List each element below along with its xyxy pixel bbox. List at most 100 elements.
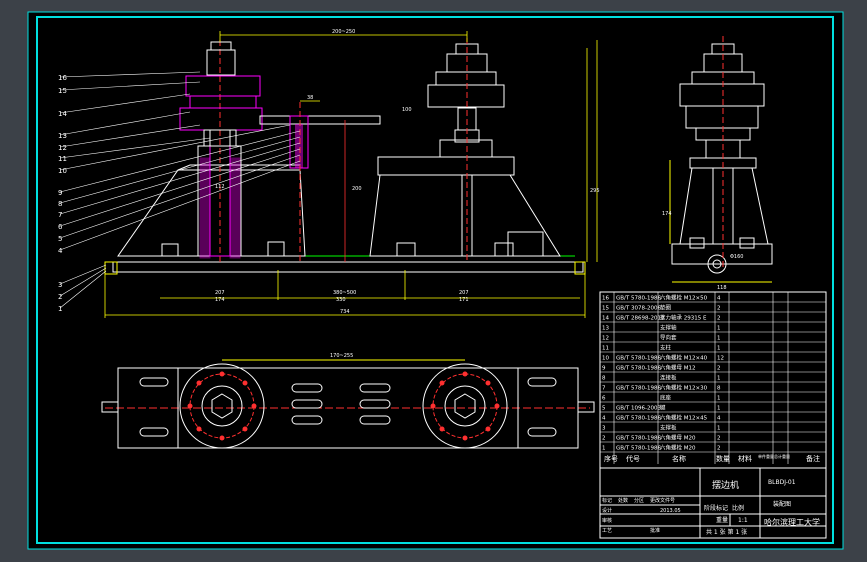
bom-cell-name: 垫圈: [660, 304, 672, 312]
bom-cell-no: 7: [602, 386, 606, 392]
bom-cell-no: 13: [602, 326, 609, 332]
role-review: 审核: [602, 517, 612, 524]
bom-header-unit_weight: 单件重量: [758, 453, 774, 459]
bom-cell-name: 六角螺栓 M12×30: [660, 384, 708, 392]
bom-cell-qty: 1: [717, 326, 721, 332]
bom-cell-name: 六角螺母 M12: [660, 364, 696, 372]
role-approve: 批准: [650, 527, 660, 534]
front-dimensions: [104, 31, 598, 318]
role-design: 设计: [602, 507, 612, 514]
part-balloons: [59, 71, 301, 309]
outer-border: [27, 11, 844, 550]
bom-header-note: 备注: [806, 454, 820, 463]
title-block: [599, 467, 827, 539]
bom-cell-name: 支撑板: [660, 424, 677, 432]
front-dimension-texts: 200~250 38 100 112 200 295 207 174 380~5…: [215, 29, 600, 315]
bom-cell-no: 4: [602, 416, 606, 422]
bom-cell-no: 14: [602, 316, 609, 322]
bom-cell-qty: 1: [717, 396, 721, 402]
balloon-7: 7: [58, 211, 62, 219]
balloon-12: 12: [58, 144, 67, 152]
balloon-11: 11: [58, 155, 67, 163]
school-name: 哈尔滨理工大学: [764, 517, 820, 527]
title-text: 摆边机: [712, 479, 739, 491]
bom-cell-qty: 1: [717, 336, 721, 342]
sheet-count: 共 1 张 第 1 张: [706, 528, 747, 536]
bom-cell-qty: 2: [717, 306, 721, 312]
bom-cell-qty: 2: [717, 366, 721, 372]
base-plate: [112, 261, 584, 273]
side-view: [669, 36, 773, 283]
balloon-15: 15: [58, 87, 67, 95]
bom-cell-std: GB/T 1096-2003: [616, 406, 661, 412]
balloon-9: 9: [58, 189, 62, 197]
bom-cell-std: GB/T 5780-1986: [616, 416, 661, 422]
bom-cell-name: 推力轴承 29315 E: [660, 314, 707, 322]
bom-cell-no: 16: [602, 296, 609, 302]
dim-base-right-sub: 171: [459, 297, 469, 303]
balloon-4: 4: [58, 247, 63, 255]
dim-side-height: 174: [662, 211, 672, 217]
bom-header-no: 序号: [604, 454, 618, 463]
bom-cell-no: 10: [602, 356, 609, 362]
bom-header-name: 名称: [672, 454, 686, 463]
bom-cell-no: 3: [602, 426, 606, 432]
dim-side-base: 118: [717, 285, 727, 291]
balloon-2: 2: [58, 293, 62, 301]
balloon-6: 6: [58, 223, 63, 231]
bom-cell-name: 六角螺栓 M12×45: [660, 414, 708, 422]
weight-label: 重量: [716, 516, 728, 524]
bom-cell-std: GB/T 5780-1986: [616, 366, 661, 372]
design-date: 2013.05: [660, 508, 681, 514]
row-label-0: 标记: [602, 497, 612, 504]
plan-view: [101, 359, 595, 449]
bom-cell-std: GB/T 5780-1986: [616, 436, 661, 442]
dim-base-left-sub: 174: [215, 297, 225, 303]
bom-cell-std: GB/T 3078-2006: [616, 306, 661, 312]
balloon-8: 8: [58, 200, 62, 208]
bom-cell-qty: 2: [717, 316, 721, 322]
row-label-1: 处数: [618, 497, 628, 504]
bom-cell-name: 六角螺母 M20: [660, 434, 696, 442]
balloon-13: 13: [58, 132, 67, 140]
balloon-1: 1: [58, 305, 62, 313]
dim-base-right: 207: [459, 290, 469, 296]
side-dimension-texts: 174 118 Φ160: [662, 211, 743, 291]
bom-cell-name: 六角螺栓 M12×50: [660, 294, 708, 302]
front-view: [104, 38, 586, 275]
inner-border: [36, 16, 834, 544]
dim-base-center: 380~500: [333, 290, 356, 296]
bom-cell-name: 连接板: [660, 374, 677, 382]
bom-cell-qty: 1: [717, 346, 721, 352]
drawing-number: BLBDJ-01: [768, 479, 796, 486]
bom-cell-no: 9: [602, 366, 606, 372]
bom-header-total_weight: 总计重量: [774, 453, 790, 459]
role-process: 工艺: [602, 528, 612, 534]
dim-base-center-sub: 330: [336, 297, 346, 303]
bom-cell-qty: 1: [717, 406, 721, 412]
bom-cell-name: 六角螺栓 M20: [660, 444, 696, 452]
bom-header-qty: 数量: [716, 454, 730, 463]
bom-cell-qty: 1: [717, 376, 721, 382]
stage-label: 阶段标记: [704, 504, 728, 512]
bom-cell-name: 导向套: [660, 334, 677, 342]
bom-cell-no: 11: [602, 346, 609, 352]
bom-cell-std: GB/T 5780-1986: [616, 296, 661, 302]
bom-cell-std: GB/T 5780-1986: [616, 386, 661, 392]
bom-cell-name: 六角螺栓 M12×40: [660, 354, 708, 362]
dim-top-span: 200~250: [332, 29, 355, 35]
dim-plan-span: 170~255: [330, 353, 353, 359]
dim-side-round: Φ160: [730, 254, 743, 260]
bom-cell-qty: 12: [717, 356, 724, 362]
bom-cell-no: 1: [602, 446, 606, 452]
dim-right-side-height: 200: [352, 186, 362, 192]
drawing-sheet: [28, 12, 843, 549]
bom-cell-name: 支柱: [660, 344, 672, 352]
bom-cell-no: 6: [602, 396, 606, 402]
bom-cell-qty: 1: [717, 426, 721, 432]
balloon-10: 10: [58, 167, 67, 175]
bom-cell-no: 15: [602, 306, 609, 312]
bom-header-std: 代号: [626, 454, 640, 463]
